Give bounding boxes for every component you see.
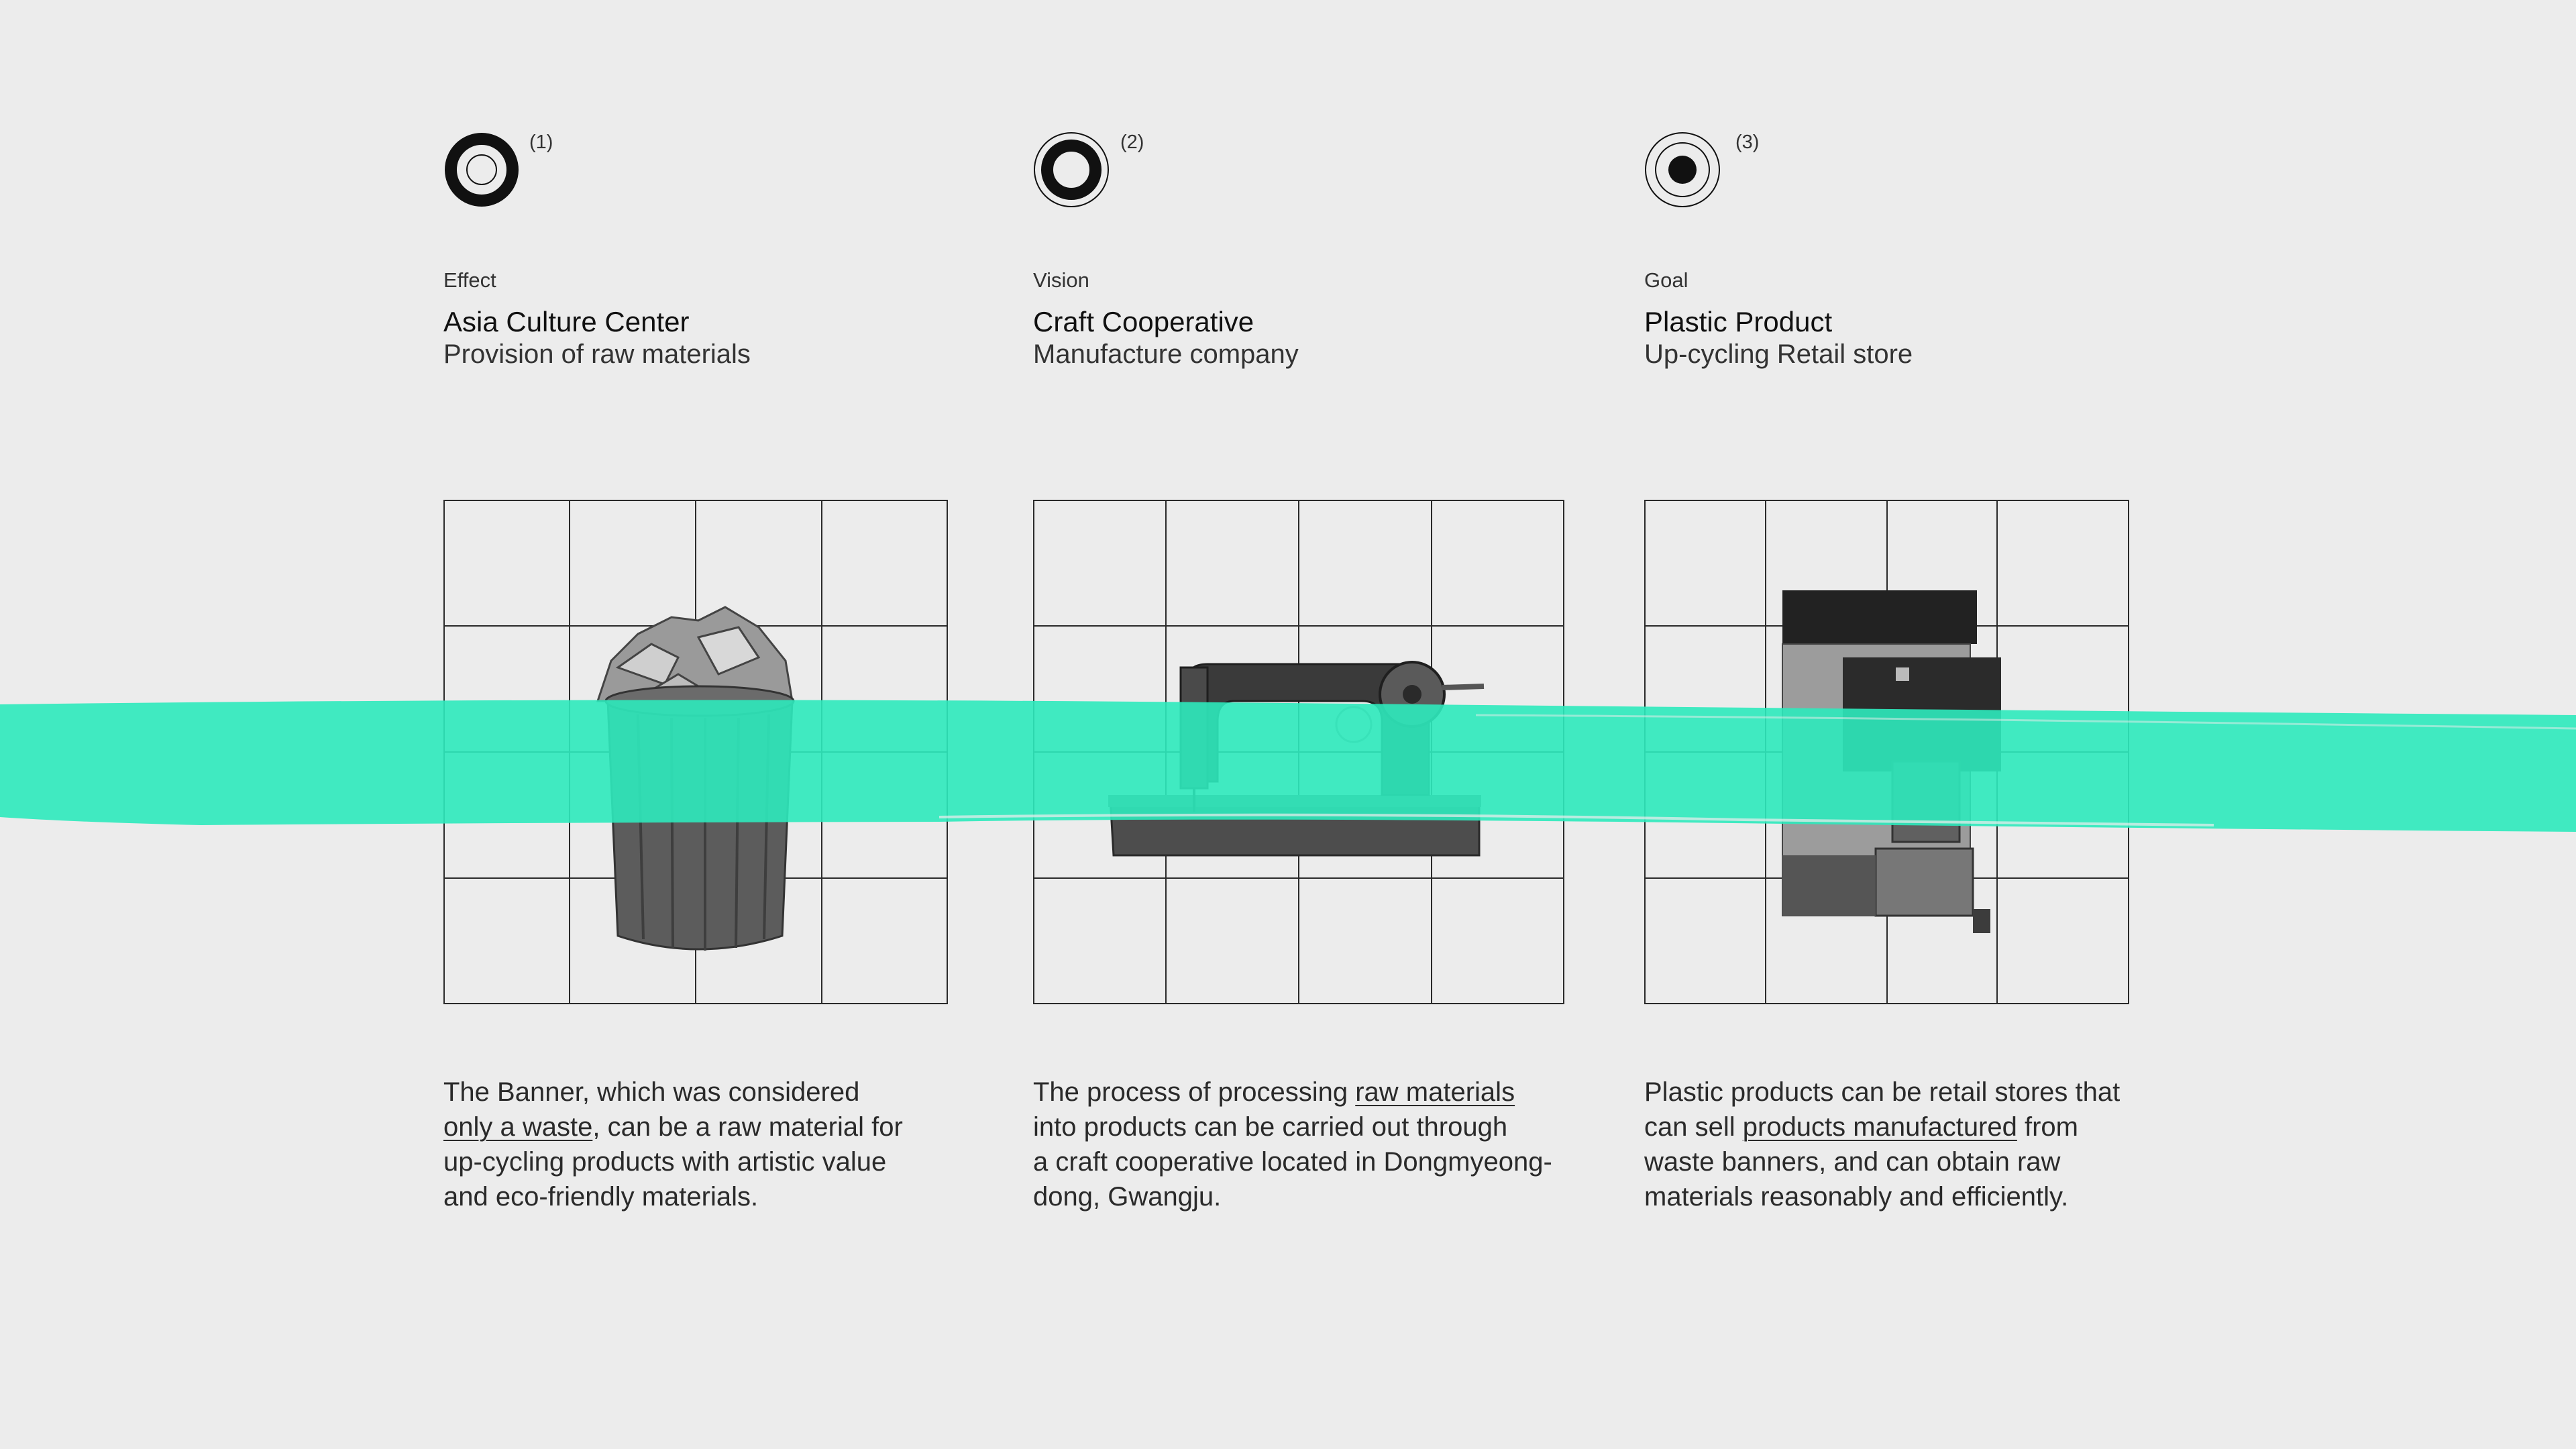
category-label: Goal	[1644, 268, 1688, 292]
column-description: The process of processing raw materials …	[1033, 1077, 1552, 1212]
step-number: (2)	[1120, 131, 1144, 153]
underlined-phrase: only a waste	[443, 1112, 593, 1142]
ring-emblem-icon	[445, 133, 519, 207]
ring-emblem-icon	[1034, 132, 1109, 207]
column-subtitle: Provision of raw materials	[443, 339, 751, 369]
column-description: Plastic products can be retail stores th…	[1644, 1077, 2121, 1212]
column-title: Craft Cooperative	[1033, 306, 1254, 337]
column-subtitle: Up-cycling Retail store	[1644, 339, 1913, 369]
column-subtitle: Manufacture company	[1033, 339, 1299, 369]
retail-store-building-icon	[1644, 500, 2129, 1004]
image-grid	[1033, 500, 1564, 1004]
image-grid	[443, 500, 948, 1004]
underlined-phrase: raw materials	[1355, 1077, 1515, 1107]
sewing-machine-icon	[1033, 500, 1564, 1004]
column-description: The Banner, which was considered only a …	[443, 1077, 903, 1212]
column-title: Plastic Product	[1644, 306, 1833, 337]
category-label: Effect	[443, 268, 496, 292]
ring-emblem-icon	[1645, 132, 1720, 207]
step-number: (1)	[529, 131, 553, 153]
category-label: Vision	[1033, 268, 1089, 292]
underlined-phrase: products manufactured	[1742, 1112, 2017, 1142]
step-number: (3)	[1735, 131, 1760, 153]
image-grid	[1644, 500, 2129, 1004]
trash-can-icon	[443, 500, 948, 1004]
column-title: Asia Culture Center	[443, 306, 690, 337]
